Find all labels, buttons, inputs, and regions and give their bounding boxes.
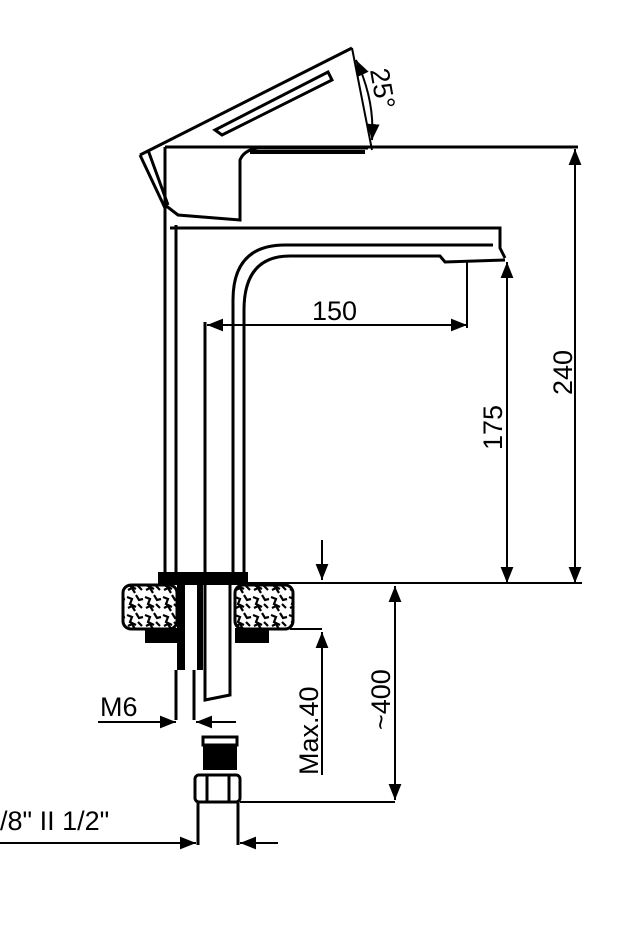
angle-label: 25°	[364, 66, 401, 111]
hose-length-label: ~400	[366, 669, 396, 730]
stud-thread-label: M6	[100, 692, 138, 722]
reach-label: 150	[312, 296, 357, 326]
angle-dimension: 25°	[351, 47, 401, 151]
deck-thickness-label: Max.40	[294, 686, 324, 775]
tap-body	[163, 205, 507, 578]
connection-dimension: /8" II 1/2"	[0, 806, 278, 850]
mounting-stud-and-hose: M6	[98, 585, 395, 845]
lever-handle	[138, 46, 578, 222]
reach-dimension: 150	[207, 262, 468, 332]
connection-thread-label: /8" II 1/2"	[0, 806, 109, 836]
countertop-section: Max.40	[121, 540, 329, 775]
total-height-label: 240	[548, 350, 578, 395]
hose-length-dimension: ~400	[366, 586, 402, 800]
height-dimensions: 175 240	[245, 149, 582, 584]
spout-height-label: 175	[478, 405, 508, 450]
